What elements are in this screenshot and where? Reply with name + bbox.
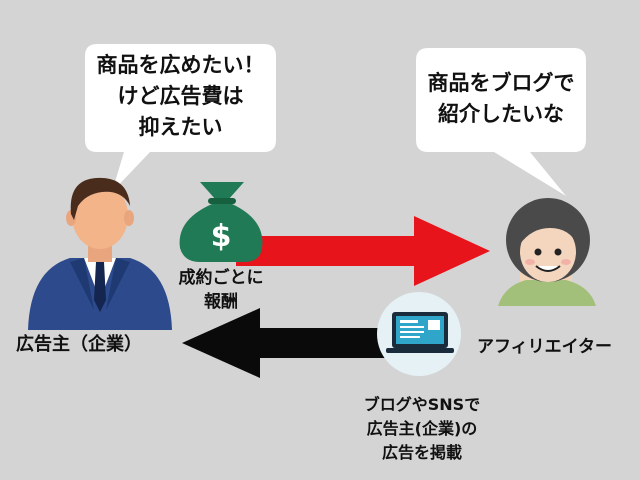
payment-label-line: 報酬 [204, 292, 238, 312]
payment-label-line: 成約ごとに [178, 268, 264, 288]
ad-label-line: ブログやSNSで [363, 395, 481, 414]
speech-line: 紹介したいな [438, 102, 564, 126]
laptop-icon [377, 292, 461, 376]
ad-label-line: 広告を掲載 [381, 443, 462, 462]
money-bag-icon: $ [179, 182, 263, 262]
speech-line: けど広告費は [117, 84, 244, 108]
payment-label: 成約ごとに 報酬 [160, 266, 282, 314]
smiling-woman-icon [498, 198, 596, 306]
businessman-icon [28, 177, 172, 330]
ad-posting-arrow [182, 308, 398, 378]
affiliate-speech-text: 商品をブログで 紹介したいな [416, 68, 586, 130]
affiliate-speech-bubble [416, 48, 586, 196]
ad-posting-label: ブログやSNSで 広告主(企業)の 広告を掲載 [338, 393, 506, 465]
advertiser-speech-text: 商品を広めたい！ けど広告費は 抑えたい [85, 50, 276, 143]
ad-label-line: 広告主(企業)の [366, 419, 478, 438]
svg-text:$: $ [211, 219, 232, 254]
advertiser-label: 広告主（企業） [16, 334, 142, 355]
speech-line: 商品をブログで [427, 71, 575, 95]
speech-line: 商品を広めたい！ [96, 53, 265, 77]
affiliate-label: アフィリエイター [477, 337, 612, 357]
speech-line: 抑えたい [138, 115, 223, 139]
payment-arrow [236, 216, 490, 286]
advertiser-speech-bubble [85, 44, 276, 192]
